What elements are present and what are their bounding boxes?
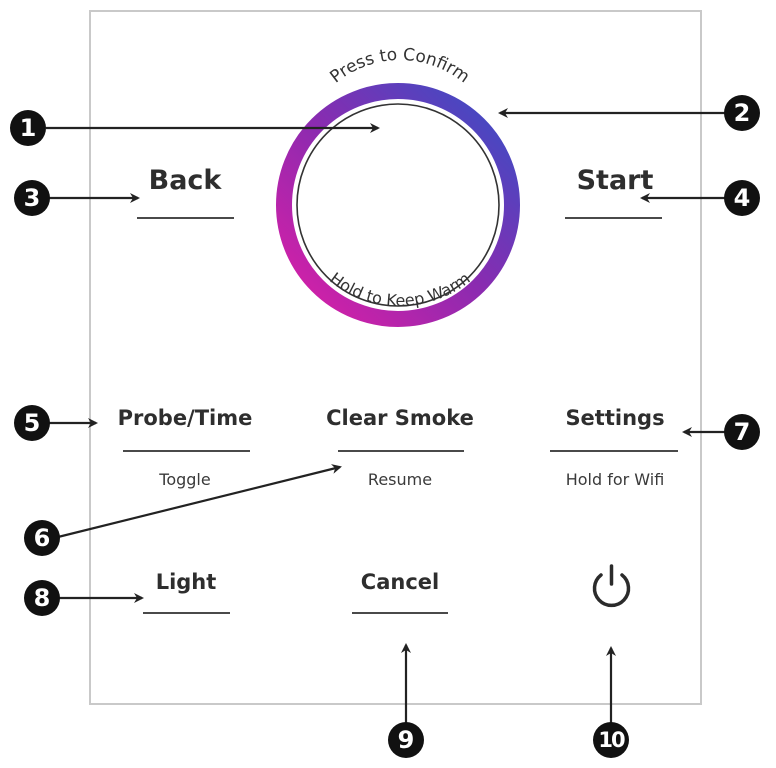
clear-smoke-button[interactable]: Clear Smoke [326, 406, 474, 430]
callout-5: 5 [14, 405, 50, 441]
settings-underline [550, 450, 678, 452]
callout-10: 10 [593, 722, 629, 758]
back-underline [137, 217, 234, 219]
back-button[interactable]: Back [148, 165, 222, 196]
settings-button[interactable]: Settings [565, 406, 665, 430]
probe-time-sublabel: Toggle [159, 470, 211, 489]
cancel-button[interactable]: Cancel [360, 570, 440, 594]
settings-sublabel: Hold for Wifi [565, 470, 665, 489]
selection-dial[interactable] [276, 83, 520, 327]
callout-1: 1 [10, 110, 46, 146]
control-panel [89, 10, 702, 705]
start-underline [565, 217, 662, 219]
probe-time-underline [123, 450, 250, 452]
callout-6: 6 [24, 520, 60, 556]
callout-2: 2 [724, 95, 760, 131]
start-button[interactable]: Start [576, 165, 654, 196]
callout-arrows [46, 108, 728, 728]
light-button[interactable]: Light [155, 570, 217, 594]
callout-9: 9 [388, 722, 424, 758]
clear-smoke-underline [338, 450, 464, 452]
cancel-underline [352, 612, 448, 614]
dial-top-caption: Press to Confirm [326, 45, 473, 87]
dial-center-button [296, 103, 500, 307]
clear-smoke-sublabel: Resume [367, 470, 433, 489]
callout-8: 8 [24, 580, 60, 616]
callout-7: 7 [724, 414, 760, 450]
light-underline [143, 612, 230, 614]
callout-4: 4 [724, 180, 760, 216]
power-icon[interactable] [592, 564, 631, 608]
probe-time-button[interactable]: Probe/Time [117, 406, 253, 430]
callout-3: 3 [14, 180, 50, 216]
